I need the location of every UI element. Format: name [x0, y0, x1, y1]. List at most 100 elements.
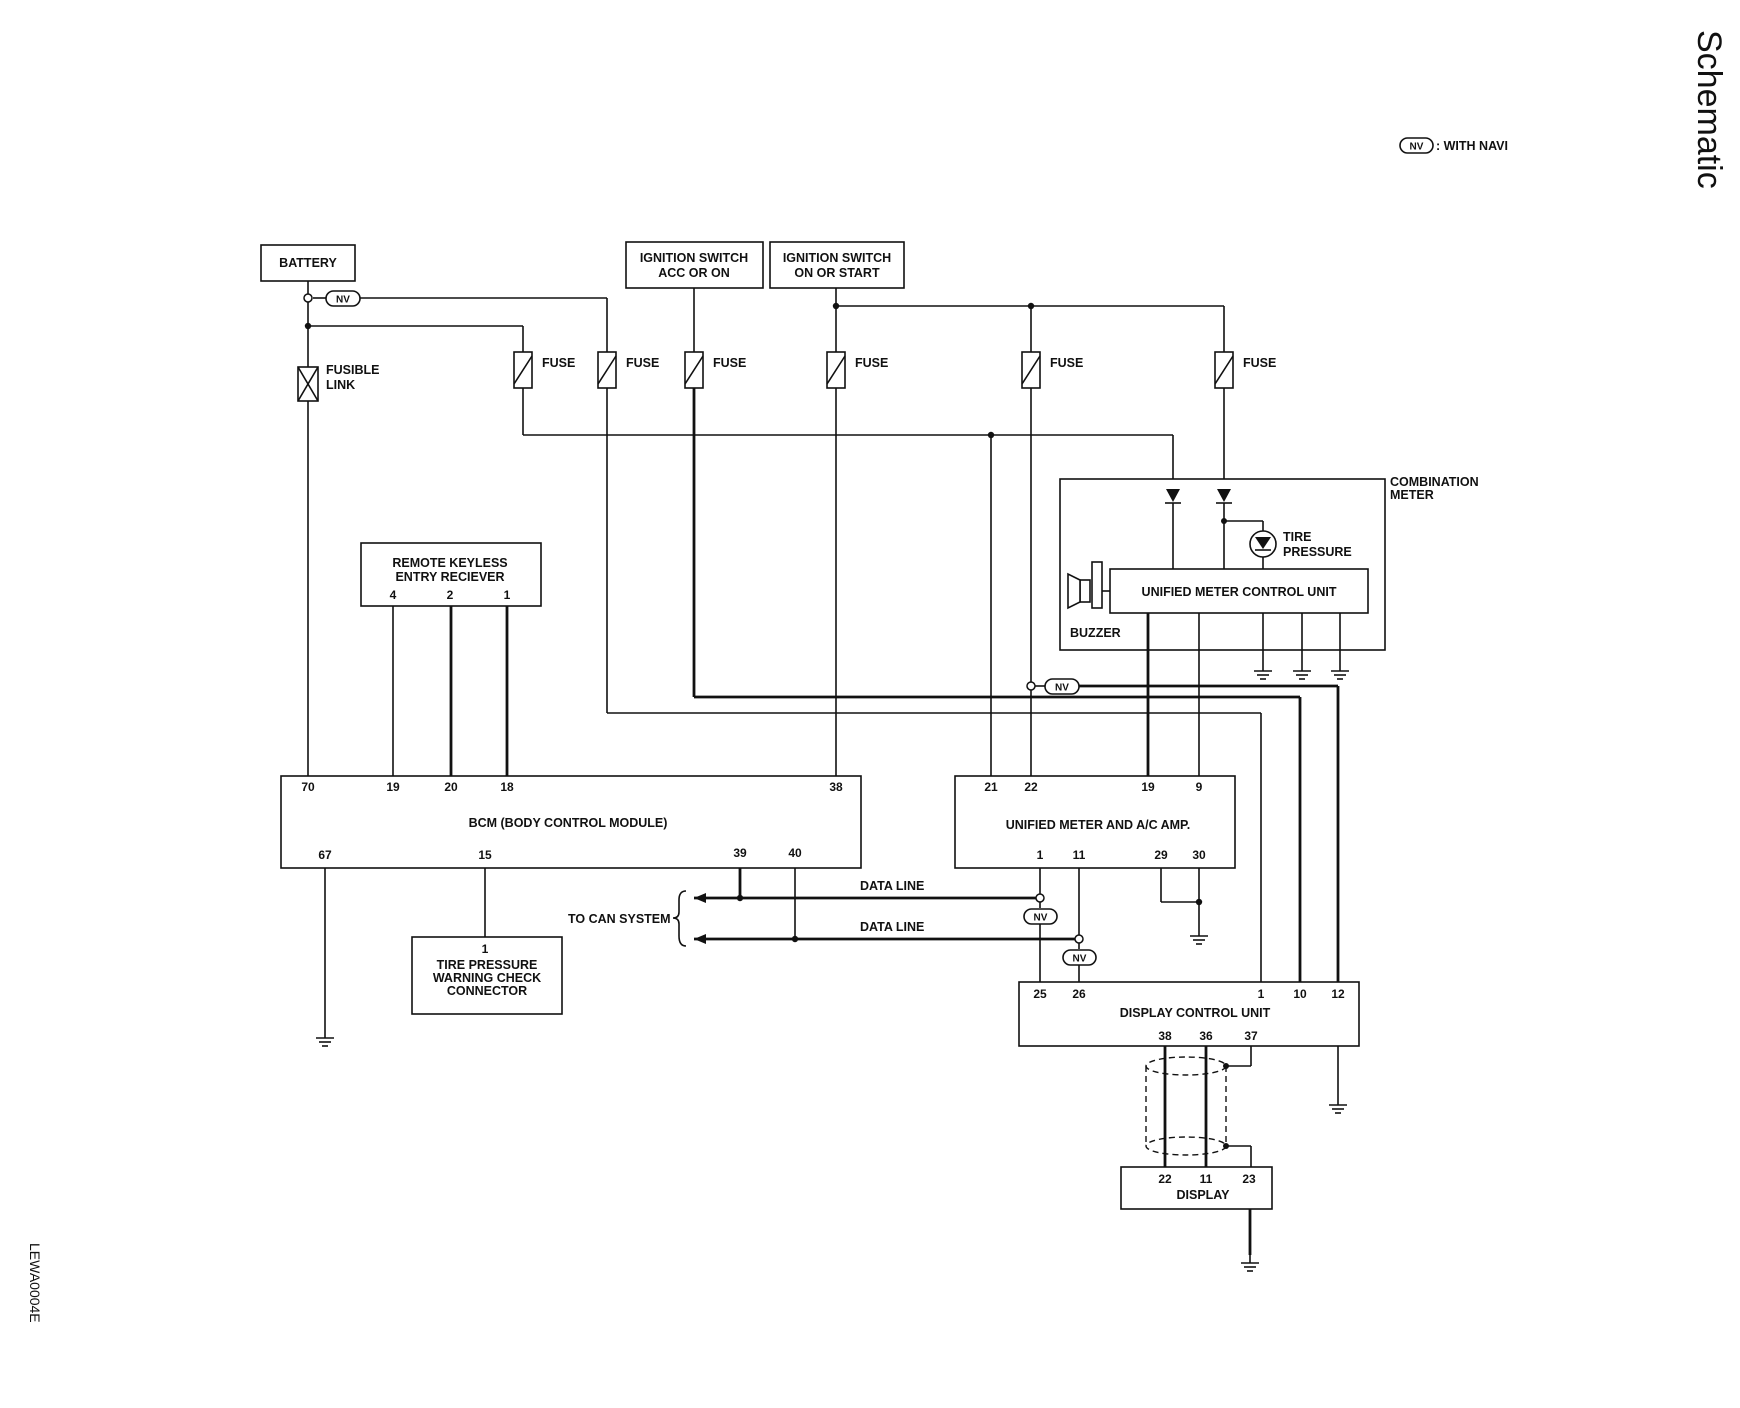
can-data-lines: TO CAN SYSTEM DATA LINE DATA LINE	[568, 868, 1080, 982]
meter-amp-pin: 29	[1154, 848, 1168, 862]
bcm-pin: 18	[500, 780, 514, 794]
ground-icon-bcm	[315, 1029, 335, 1047]
drawing-code: LEWA0004E	[27, 1243, 43, 1323]
can-junction-2	[791, 935, 799, 943]
bcm-pin: 19	[386, 780, 400, 794]
display-pin: 11	[1200, 1172, 1213, 1186]
shield-drain-junction-2	[1223, 1143, 1229, 1149]
rke-pin: 2	[447, 588, 454, 602]
meter-amp-pin: 11	[1073, 848, 1086, 862]
nv-badge-battery: NV	[325, 290, 361, 307]
fuse-1: FUSE	[513, 351, 575, 389]
rke-receiver: REMOTE KEYLESS ENTRY RECIEVER 4 2 1	[360, 542, 542, 607]
display-cu-pin: 25	[1033, 987, 1047, 1001]
tire-pressure-check-connector: 1 TIRE PRESSURE WARNING CHECK CONNECTOR	[411, 936, 563, 1015]
bcm-pin: 67	[318, 848, 332, 862]
ground-icon-display-cu	[1328, 1096, 1348, 1114]
meter-amp-label: UNIFIED METER AND A/C AMP.	[1006, 818, 1191, 832]
display-cu-pin: 36	[1199, 1029, 1213, 1043]
can-brace	[672, 890, 687, 947]
display-control-unit: DISPLAY CONTROL UNIT 25 26 1 10 12 38 36…	[1018, 981, 1360, 1047]
ground-icon-meter-1	[1253, 662, 1273, 680]
bcm-pin: 38	[829, 780, 843, 794]
buzzer-label: BUZZER	[1070, 626, 1121, 640]
meter-amp-pin: 30	[1192, 848, 1206, 862]
unified-meter-control-unit	[1109, 568, 1369, 614]
rke-title-line1: REMOTE KEYLESS	[392, 556, 507, 570]
unified-meter-control-unit-label: UNIFIED METER CONTROL UNIT	[1142, 585, 1337, 599]
display-pin: 22	[1158, 1172, 1172, 1186]
page-title: Schematic	[1690, 30, 1728, 189]
nv-legend-badge	[1399, 137, 1434, 154]
meter-amp-pin: 9	[1196, 780, 1203, 794]
ignition-on-start-line2: ON OR START	[794, 266, 880, 280]
meter-amp-ground-junction	[1195, 898, 1203, 906]
meter-feed-junction	[987, 431, 995, 439]
fusible-link-line2: LINK	[326, 378, 355, 392]
ground-icon-meter-amp	[1189, 927, 1209, 945]
tire-pressure-line2: PRESSURE	[1283, 545, 1352, 559]
fuse-4-label: FUSE	[855, 356, 888, 370]
data-line-label-2: DATA LINE	[860, 920, 924, 934]
ground-icon-meter-2	[1292, 662, 1312, 680]
fuse-output-wiring	[522, 388, 1340, 982]
ground-icon-display	[1240, 1254, 1260, 1272]
ign-junction-1	[832, 302, 840, 310]
diode-left	[1166, 489, 1180, 502]
combination-meter-title-line1: COMBINATION	[1390, 475, 1479, 489]
ignition-acc-on-line1: IGNITION SWITCH	[640, 251, 748, 265]
nv-split-node	[303, 293, 313, 303]
nv-split-node-can-l	[1074, 934, 1084, 944]
fuse-4: FUSE	[826, 351, 888, 389]
shield-drain-junction-1	[1223, 1063, 1229, 1069]
meter-amp-pin: 19	[1141, 780, 1155, 794]
rke-pin: 1	[504, 588, 511, 602]
fuse-2-label: FUSE	[626, 356, 659, 370]
combination-meter: COMBINATION METER TIRE PRESSURE UNIFIED …	[1059, 475, 1479, 663]
ignition-acc-on-box: IGNITION SWITCH ACC OR ON	[625, 241, 764, 289]
bcm-pin: 70	[301, 780, 315, 794]
tire-pressure-lamp-icon	[1249, 530, 1277, 584]
display-cu-pin: 12	[1331, 987, 1345, 1001]
rke-pin: 4	[390, 588, 397, 602]
nv-badge-battery-text: NV	[336, 295, 350, 306]
ignition-acc-on-line2: ACC OR ON	[658, 266, 730, 280]
ignition-on-start-line1: IGNITION SWITCH	[783, 251, 891, 265]
meter-amp-pin: 1	[1037, 848, 1044, 862]
can-arrow-1	[694, 893, 706, 903]
fuse-2: FUSE	[597, 351, 659, 389]
nv-legend: NV : WITH NAVI	[1399, 137, 1508, 154]
nv-badge-can-l: NV	[1062, 949, 1097, 966]
bcm-label: BCM (BODY CONTROL MODULE)	[469, 816, 668, 830]
meter-amp-pin: 21	[984, 780, 998, 794]
fusible-link: FUSIBLE LINK	[297, 363, 379, 402]
display-cu-label: DISPLAY CONTROL UNIT	[1120, 1006, 1271, 1020]
bcm-pin: 40	[788, 846, 802, 860]
fuse-6-label: FUSE	[1243, 356, 1276, 370]
tire-connector-line1: TIRE PRESSURE	[437, 958, 538, 972]
bcm-pin: 20	[444, 780, 458, 794]
fuse-3: FUSE	[684, 351, 746, 389]
tire-connector-line2: WARNING CHECK	[433, 971, 541, 985]
fusible-link-line1: FUSIBLE	[326, 363, 379, 377]
fuse-5: FUSE	[1021, 351, 1083, 389]
tire-connector-pin: 1	[482, 942, 489, 956]
can-arrow-2	[694, 934, 706, 944]
nv-legend-text: : WITH NAVI	[1436, 139, 1508, 153]
tire-connector-line3: CONNECTOR	[447, 984, 527, 998]
nv-badge-meter-text: NV	[1055, 683, 1069, 694]
display-cu-pin: 1	[1258, 987, 1265, 1001]
fuse-6: FUSE	[1214, 351, 1276, 389]
fuse-1-label: FUSE	[542, 356, 575, 370]
nv-badge-meter: NV	[1044, 678, 1080, 695]
display-pin: 23	[1242, 1172, 1256, 1186]
bcm-pin: 15	[478, 848, 492, 862]
ground-icon-meter-3	[1330, 662, 1350, 680]
unified-meter-ac-amp: UNIFIED METER AND A/C AMP. 21 22 19 9 1 …	[954, 775, 1236, 869]
tire-pressure-line1: TIRE	[1283, 530, 1311, 544]
display-cu-pin: 37	[1244, 1029, 1258, 1043]
nv-badge-can-l-text: NV	[1073, 954, 1087, 965]
ign-junction-2	[1027, 302, 1035, 310]
display-cu-pin: 10	[1293, 987, 1307, 1001]
